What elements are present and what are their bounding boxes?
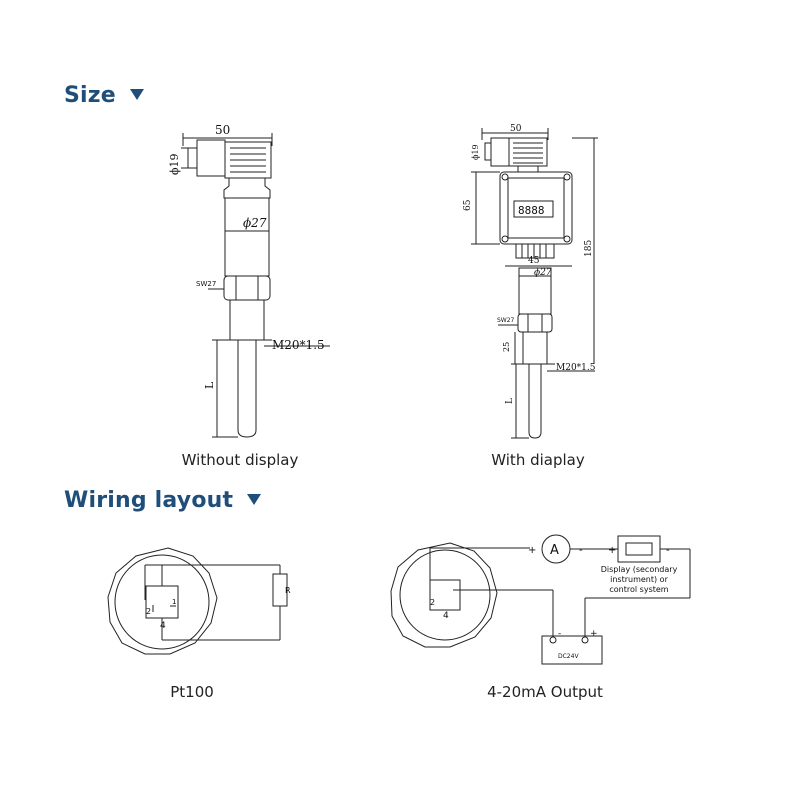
dim-thread: M20*1.5 xyxy=(272,338,325,352)
display-readout: 8888 xyxy=(518,204,545,217)
pin-4: 4 xyxy=(443,611,449,621)
dim-width: 50 xyxy=(215,123,230,137)
dim-body-dia: ϕ27 xyxy=(243,216,267,230)
display-minus: - xyxy=(666,545,670,556)
wiring-pt100 xyxy=(107,547,288,655)
pin-4: 4 xyxy=(160,621,166,631)
display-desc-3: control system xyxy=(609,585,668,594)
wiring-heading-text: Wiring layout xyxy=(64,488,234,513)
display-desc-2: instrument) or xyxy=(610,575,668,584)
dim-hex: SW27 xyxy=(196,280,216,288)
with-display-labels: 50 ϕ19 65 45 ϕ27 185 SW27 25 M20*1.5 L 8… xyxy=(463,124,596,404)
dim-head-dia: ϕ19 xyxy=(168,154,181,176)
caption-output: 4-20mA Output xyxy=(487,683,603,701)
sensor-without-display xyxy=(181,133,330,438)
ammeter-plus: + xyxy=(528,545,536,556)
display-desc-1: Display (secondary xyxy=(601,565,678,574)
dim-box-height: 65 xyxy=(463,199,473,211)
dim-box-width: 45 xyxy=(528,256,540,266)
dim-neck: 25 xyxy=(502,342,511,352)
display-plus: + xyxy=(608,545,616,556)
supply-minus: - xyxy=(558,629,561,639)
resistor-label: R xyxy=(285,586,291,595)
chevron-down-icon xyxy=(129,88,144,100)
caption-without-display: Without display xyxy=(181,451,299,469)
dim-total-height: 185 xyxy=(584,240,594,257)
ammeter-label: A xyxy=(550,543,559,558)
supply-plus: + xyxy=(590,629,598,639)
pin-2: 2 xyxy=(430,598,435,607)
dim-hex: SW27 xyxy=(497,317,515,324)
pin-1: 1 xyxy=(172,598,176,606)
dim-head-dia: ϕ19 xyxy=(471,144,480,160)
pt100-labels: R 4 2 1 xyxy=(146,586,291,631)
dim-body-dia: ϕ27 xyxy=(534,268,552,278)
wiring-output xyxy=(390,534,691,665)
size-heading: Size xyxy=(64,83,144,108)
chevron-down-icon xyxy=(247,493,262,505)
pin-2: 2 xyxy=(146,607,151,616)
sensor-with-display xyxy=(471,128,598,439)
output-labels: A + - + - Display (secondary instrument)… xyxy=(430,543,678,660)
caption-with-display: With diaplay xyxy=(491,451,585,469)
wiring-heading: Wiring layout xyxy=(64,488,262,513)
dim-length: L xyxy=(203,381,216,389)
ammeter-minus: - xyxy=(579,545,583,556)
dim-length: L xyxy=(505,398,515,404)
supply-label: DC24V xyxy=(558,653,579,660)
size-heading-text: Size xyxy=(64,83,116,108)
dim-width: 50 xyxy=(510,124,522,134)
dim-thread: M20*1.5 xyxy=(556,363,596,373)
caption-pt100: Pt100 xyxy=(170,683,214,701)
without-display-labels: 50 ϕ19 ϕ27 SW27 M20*1.5 L xyxy=(168,123,325,389)
